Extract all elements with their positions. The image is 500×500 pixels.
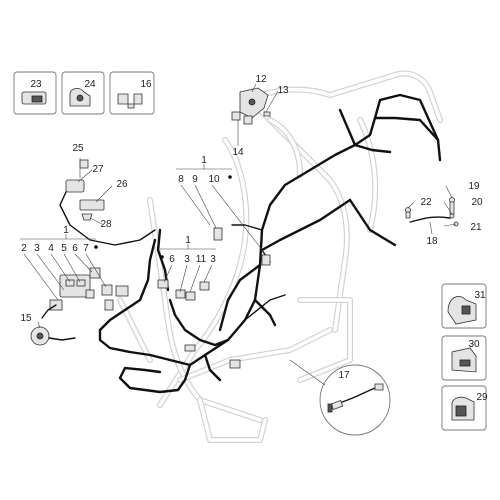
leader-lines: [23, 83, 457, 329]
callout-19: 19: [468, 181, 480, 192]
detail-box-29: [441, 385, 487, 431]
callout-11: 11: [196, 254, 207, 265]
callout-10: 10: [208, 174, 220, 185]
callout-6-left: 6: [72, 243, 78, 254]
callout-18: 18: [426, 236, 438, 247]
detail-box-16: [109, 71, 155, 115]
callout-30: 30: [468, 339, 480, 350]
callout-4: 4: [48, 243, 54, 254]
ground-cable-18: [405, 197, 459, 227]
callout-20: 20: [471, 197, 483, 208]
callout-1-top: 1: [201, 155, 207, 166]
detail-box-31: [441, 283, 487, 329]
callout-23: 23: [30, 79, 42, 90]
harness-connectors: [104, 227, 271, 369]
callout-27: 27: [92, 164, 104, 175]
callout-21: 21: [470, 222, 482, 233]
scooter-frame: [117, 70, 443, 443]
callout-labels: 23 24 16 12 13 14 25 27 26 28 1 8 9 10 1…: [20, 74, 488, 403]
callout-2: 2: [21, 243, 27, 254]
detail-box-23: [13, 71, 57, 115]
bracket-12-group: [231, 87, 271, 125]
callout-3-left: 3: [34, 243, 40, 254]
callout-8: 8: [178, 174, 184, 185]
callout-15: 15: [20, 313, 32, 324]
callout-12: 12: [255, 74, 267, 85]
callout-16: 16: [140, 79, 152, 90]
callout-13: 13: [277, 85, 289, 96]
detail-box-24: [61, 71, 105, 115]
callout-1-left: 1: [63, 225, 69, 236]
callout-28: 28: [100, 219, 112, 230]
callout-6-mid: 6: [169, 254, 175, 265]
connector-27-harness: [59, 159, 156, 246]
callout-26: 26: [116, 179, 128, 190]
callout-5: 5: [61, 243, 67, 254]
callout-17: 17: [338, 370, 350, 381]
callout-7: 7: [83, 243, 89, 254]
callout-1-mid: 1: [185, 235, 191, 246]
horn-part: [30, 326, 76, 346]
callout-25: 25: [72, 143, 84, 154]
main-harness: [98, 93, 442, 394]
callout-22: 22: [420, 197, 432, 208]
callout-9: 9: [192, 174, 198, 185]
sensor-17-detail: [289, 359, 391, 436]
callout-31: 31: [474, 290, 486, 301]
callout-14: 14: [232, 147, 244, 158]
callout-29: 29: [476, 392, 488, 403]
callout-24: 24: [84, 79, 96, 90]
callout-3-right: 3: [210, 254, 216, 265]
callout-3-mid: 3: [184, 254, 190, 265]
group-brackets: [20, 164, 232, 259]
relay-fuse-cluster: [41, 267, 113, 319]
detail-box-30: [441, 335, 487, 381]
